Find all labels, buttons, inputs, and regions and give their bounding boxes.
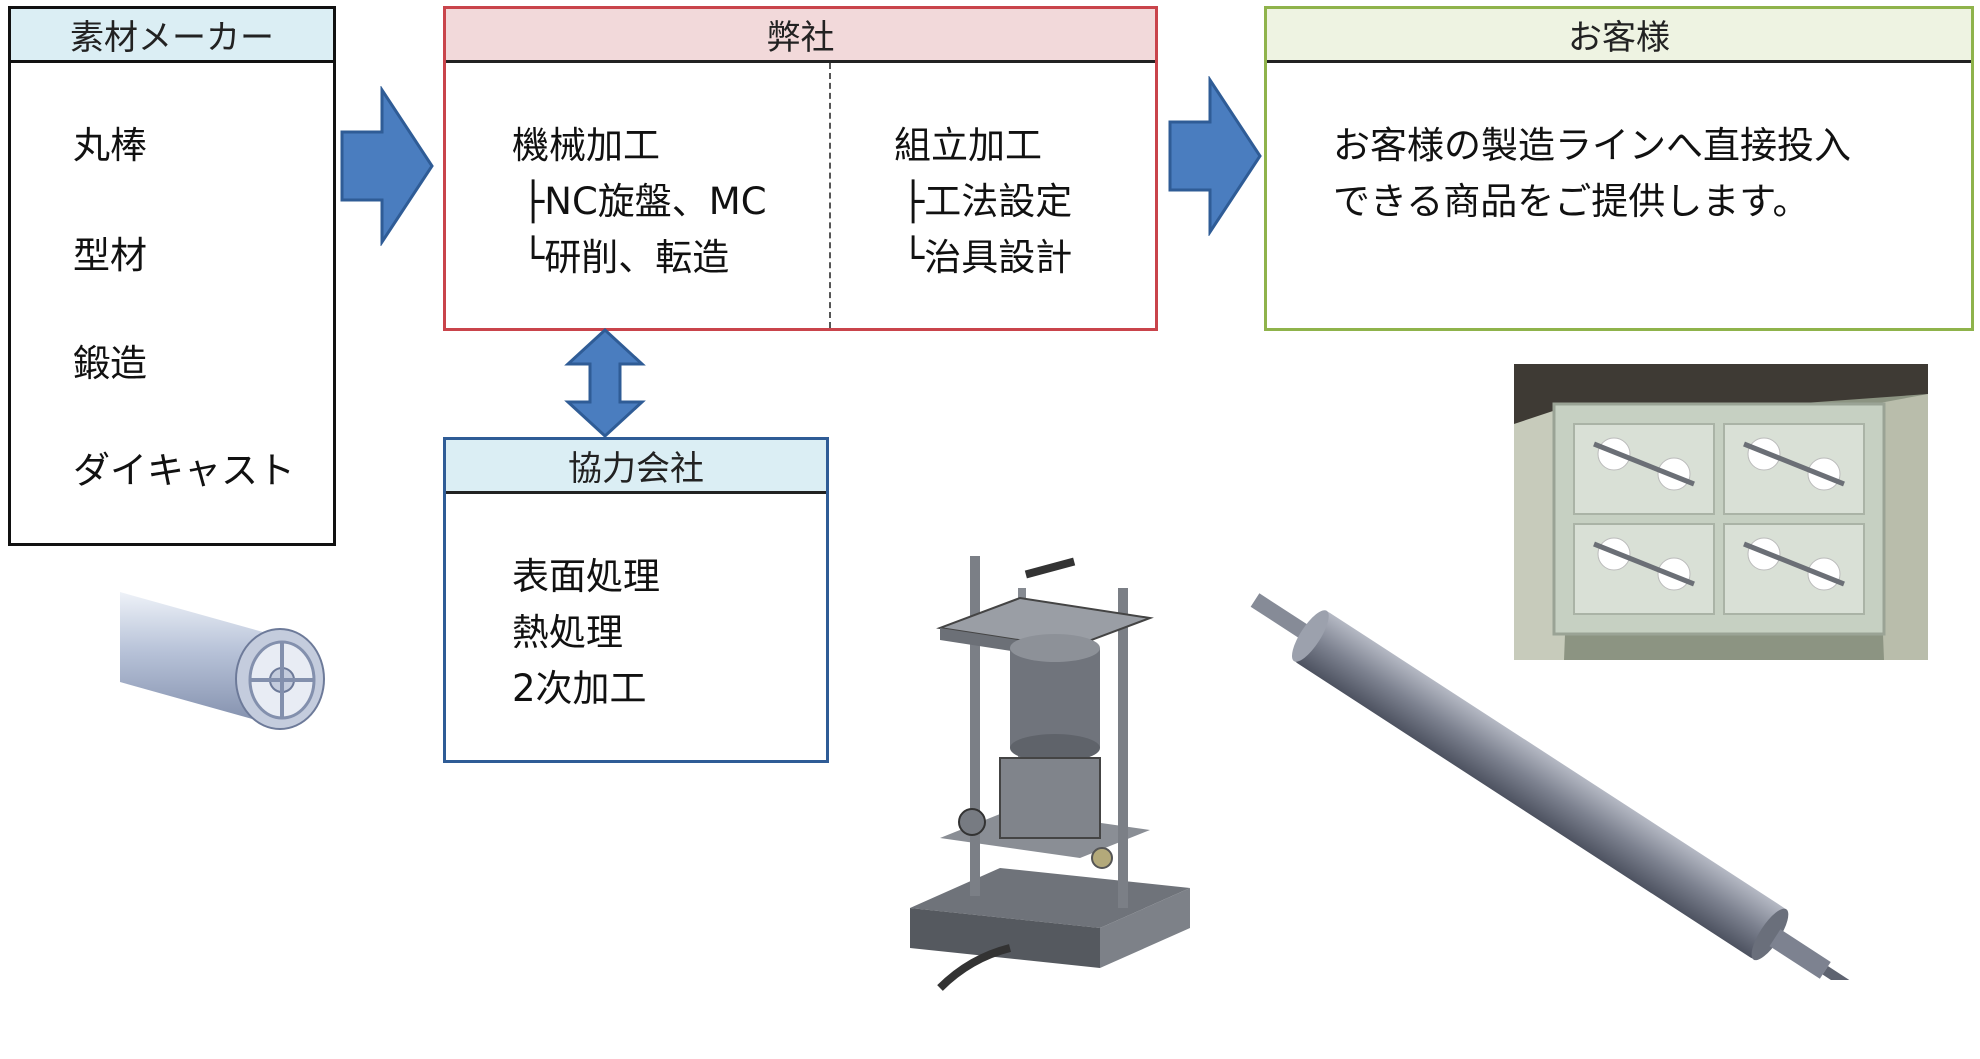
partner-box: 協力会社 表面処理 熱処理 2次加工 [443,437,829,763]
double-arrow-icon [564,328,646,438]
machining-item-grinding: └研削、転造 [522,236,730,279]
supplier-item-forging: 鍛造 [73,342,147,385]
company-box: 弊社 機械加工 ├NC旋盤、MC └研削、転造 組立加工 ├工法設定 └治具設計 [443,6,1158,331]
supplier-item-die-cast: ダイキャスト [73,449,295,492]
product-tray-photo [1514,364,1928,660]
company-header: 弊社 [446,9,1155,63]
company-divider [829,63,831,328]
assembly-item-jig: └治具設計 [902,236,1073,279]
supplier-box: 素材メーカー 丸棒 型材 鍛造 ダイキャスト [8,6,336,546]
supplier-header: 素材メーカー [11,9,333,63]
partner-item-secondary: 2次加工 [512,667,647,710]
shaft-image [1250,593,1854,980]
right-arrow-icon [1168,76,1262,236]
customer-box: お客様 お客様の製造ラインへ直接投入 できる商品をご提供します。 [1264,6,1974,331]
right-arrow-icon [340,86,434,246]
tube-end-image [120,592,325,730]
partner-item-heat: 熱処理 [512,611,623,654]
supplier-item-round-bar: 丸棒 [73,124,147,167]
supplier-item-profile: 型材 [73,234,147,277]
machining-item-nc: ├NC旋盤、MC [522,180,767,223]
assembly-title: 組立加工 [894,124,1042,167]
jig-machine-image [910,556,1190,991]
customer-header: お客様 [1267,9,1971,63]
partner-header: 協力会社 [446,440,826,494]
customer-description-line1: お客様の製造ラインへ直接投入 [1333,124,1851,167]
partner-item-surface: 表面処理 [512,555,660,598]
assembly-item-method: ├工法設定 [902,180,1073,223]
customer-description-line2: できる商品をご提供します。 [1333,180,1810,223]
machining-title: 機械加工 [512,124,660,167]
